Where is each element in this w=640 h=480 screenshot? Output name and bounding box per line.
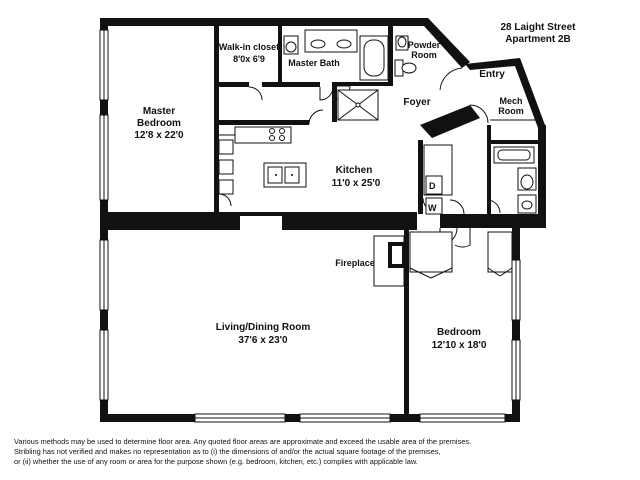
walk-in-closet-dims: 8'0x 6'9 bbox=[233, 54, 265, 64]
disclaimer-line-2: Stribling has not verified and makes no … bbox=[14, 447, 441, 456]
unit-label: Apartment 2B bbox=[505, 34, 571, 45]
dryer-label: D bbox=[429, 181, 436, 191]
windows bbox=[99, 29, 521, 423]
mech-room-name-2: Room bbox=[498, 106, 524, 116]
kitchen-fixtures bbox=[234, 126, 307, 188]
second-bath-fixtures bbox=[493, 146, 537, 214]
address-label: 28 Laight Street bbox=[500, 22, 576, 33]
bedroom-closets bbox=[409, 231, 513, 279]
laundry-closet: D W bbox=[423, 144, 453, 215]
master-bedroom-name-1: Master bbox=[143, 106, 175, 117]
kitchen-name: Kitchen bbox=[336, 165, 373, 176]
living-dining-dims: 37'6 x 23'0 bbox=[238, 335, 288, 346]
powder-room-name-1: Powder bbox=[408, 40, 441, 50]
washer-label: W bbox=[428, 203, 437, 213]
master-bath-fixtures bbox=[283, 29, 389, 121]
entry-label: Entry bbox=[479, 69, 505, 80]
mech-room-name-1: Mech bbox=[499, 96, 522, 106]
room-labels: 28 Laight Street Apartment 2B Master Bed… bbox=[134, 22, 576, 351]
powder-room-name-2: Room bbox=[411, 50, 437, 60]
master-bedroom-name-2: Bedroom bbox=[137, 118, 181, 129]
bedroom-name: Bedroom bbox=[437, 327, 481, 338]
fireplace-label: Fireplace bbox=[335, 258, 375, 268]
disclaimer: Various methods may be used to determine… bbox=[14, 437, 629, 467]
master-bath-name: Master Bath bbox=[288, 58, 340, 68]
kitchen-dims: 11'0 x 25'0 bbox=[332, 178, 381, 189]
walk-in-closet-name: Walk-in closet bbox=[219, 42, 279, 52]
living-dining-name: Living/Dining Room bbox=[216, 322, 311, 333]
master-bedroom-dims: 12'8 x 22'0 bbox=[134, 130, 184, 141]
disclaimer-line-1: Various methods may be used to determine… bbox=[14, 437, 472, 446]
foyer-label: Foyer bbox=[403, 97, 430, 108]
closet-shelves bbox=[218, 134, 235, 195]
disclaimer-line-3: or (ii) whether the use of any room or a… bbox=[14, 457, 418, 466]
fireplace-unit bbox=[373, 235, 405, 287]
bedroom-dims: 12'10 x 18'0 bbox=[432, 340, 487, 351]
powder-room-fixtures bbox=[394, 35, 417, 77]
floor-plan: D W 28 Laight Street Apartment 2B Master… bbox=[99, 18, 576, 423]
interior-walls bbox=[108, 26, 538, 414]
